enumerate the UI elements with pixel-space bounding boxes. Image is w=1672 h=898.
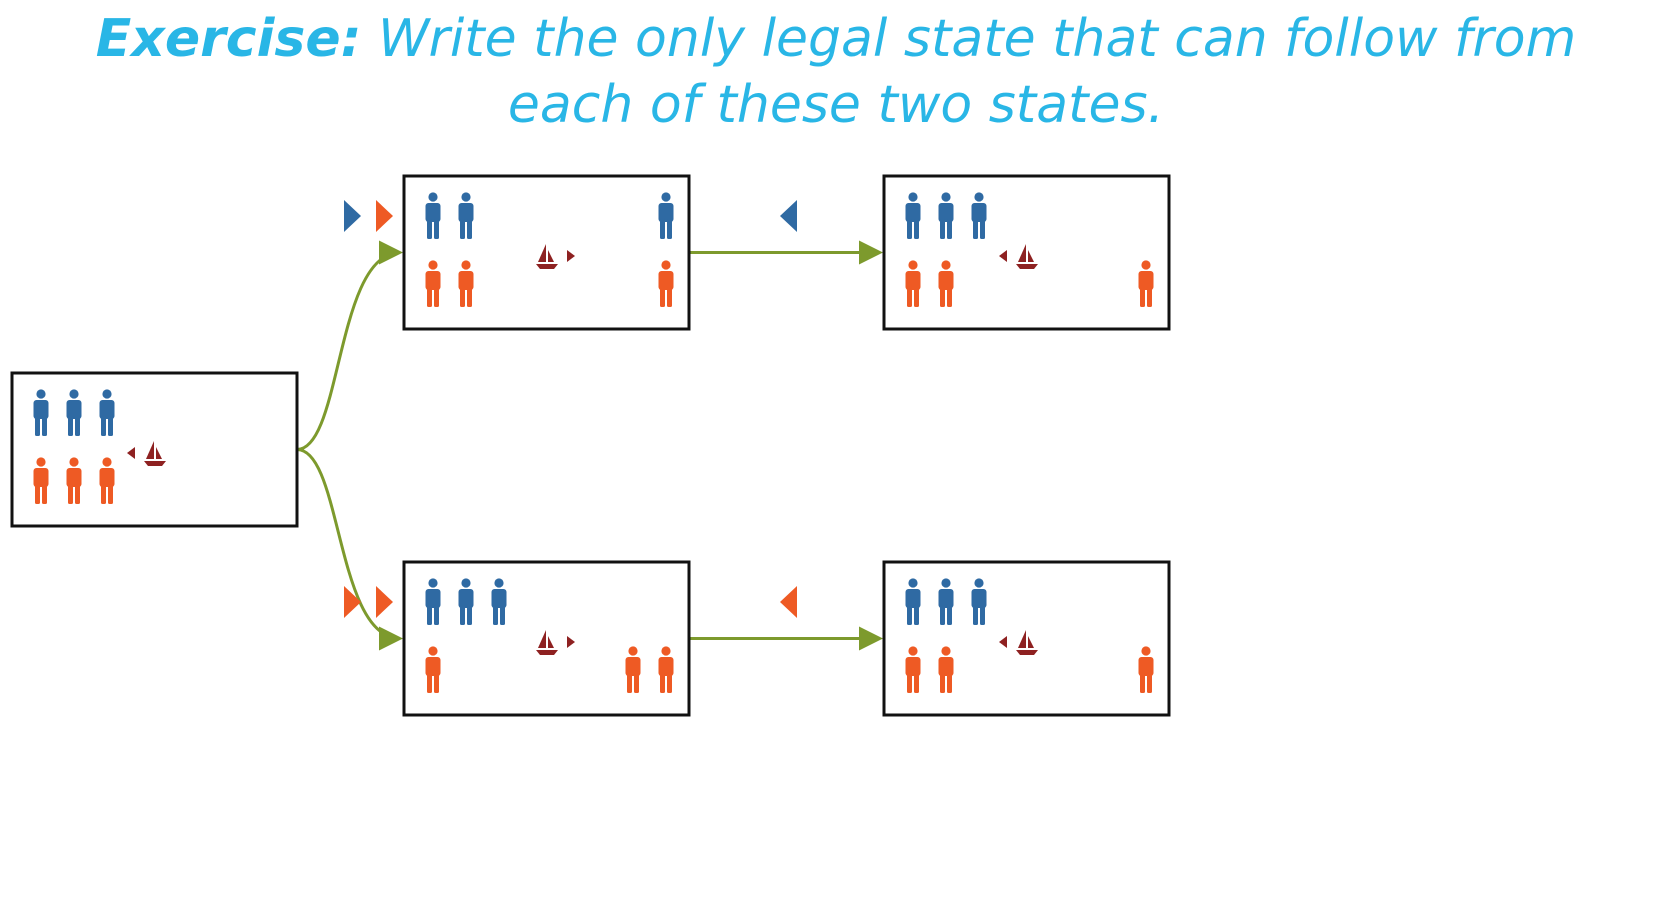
- boat-direction-icon: [999, 250, 1007, 262]
- missionary-icon: [66, 389, 82, 436]
- missionary-icon: [971, 192, 987, 239]
- boat-direction-icon: [567, 636, 575, 648]
- boat-direction-icon: [999, 636, 1007, 648]
- title-line-1: Exercise: Write the only legal state tha…: [0, 6, 1672, 72]
- missionary-passenger-marker-icon: [780, 200, 797, 232]
- cannibal-icon: [1138, 646, 1154, 693]
- cannibal-icon: [99, 457, 115, 504]
- cannibal-icon: [33, 457, 49, 504]
- cannibal-passenger-marker-icon: [344, 586, 361, 618]
- missionary-icon: [99, 389, 115, 436]
- state-bottom-mid: [402, 560, 691, 717]
- exercise-title: Exercise: Write the only legal state tha…: [0, 6, 1672, 138]
- transition-edges: [296, 240, 883, 651]
- cannibal-passenger-marker-icon: [780, 586, 797, 618]
- state-bottom-right: [882, 560, 1171, 717]
- missionary-icon: [425, 578, 441, 625]
- cannibal-icon: [425, 646, 441, 693]
- state-frame: [882, 174, 1171, 331]
- boat-direction-icon: [127, 447, 135, 459]
- cannibal-icon: [425, 260, 441, 307]
- cannibal-icon: [905, 260, 921, 307]
- cannibal-icon: [658, 260, 674, 307]
- transition-arrow: [296, 448, 403, 651]
- title-text-1: Write the only legal state that can foll…: [377, 9, 1577, 69]
- cannibal-icon: [458, 260, 474, 307]
- missionary-icon: [458, 192, 474, 239]
- missionary-icon: [491, 578, 507, 625]
- state-top-mid: [402, 174, 691, 331]
- cannibal-icon: [1138, 260, 1154, 307]
- state-nodes: [10, 174, 1171, 717]
- missionary-icon: [905, 578, 921, 625]
- missionary-icon: [938, 192, 954, 239]
- cannibal-passenger-marker-icon: [376, 586, 393, 618]
- cannibal-passenger-marker-icon: [376, 200, 393, 232]
- state-frame: [402, 560, 691, 717]
- missionary-icon: [971, 578, 987, 625]
- boat-icon: [999, 244, 1038, 269]
- cannibal-icon: [938, 260, 954, 307]
- boat-direction-icon: [567, 250, 575, 262]
- exercise-label: Exercise:: [95, 9, 362, 69]
- cannibal-icon: [938, 646, 954, 693]
- state-frame: [882, 560, 1171, 717]
- cannibal-icon: [905, 646, 921, 693]
- state-top-right: [882, 174, 1171, 331]
- missionary-icon: [458, 578, 474, 625]
- missionary-passenger-marker-icon: [344, 200, 361, 232]
- boat-icon: [536, 630, 575, 655]
- passenger-markers: [344, 200, 797, 618]
- missionary-icon: [938, 578, 954, 625]
- boat-icon: [127, 441, 166, 466]
- title-line-2: each of these two states.: [507, 75, 1165, 135]
- missionary-icon: [425, 192, 441, 239]
- state-start: [10, 371, 299, 528]
- boat-icon: [536, 244, 575, 269]
- cannibal-icon: [66, 457, 82, 504]
- transition-arrow: [296, 240, 403, 451]
- state-frame: [402, 174, 691, 331]
- missionary-icon: [905, 192, 921, 239]
- missionary-icon: [33, 389, 49, 436]
- boat-icon: [999, 630, 1038, 655]
- state-frame: [10, 371, 299, 528]
- cannibal-icon: [658, 646, 674, 693]
- missionary-icon: [658, 192, 674, 239]
- cannibal-icon: [625, 646, 641, 693]
